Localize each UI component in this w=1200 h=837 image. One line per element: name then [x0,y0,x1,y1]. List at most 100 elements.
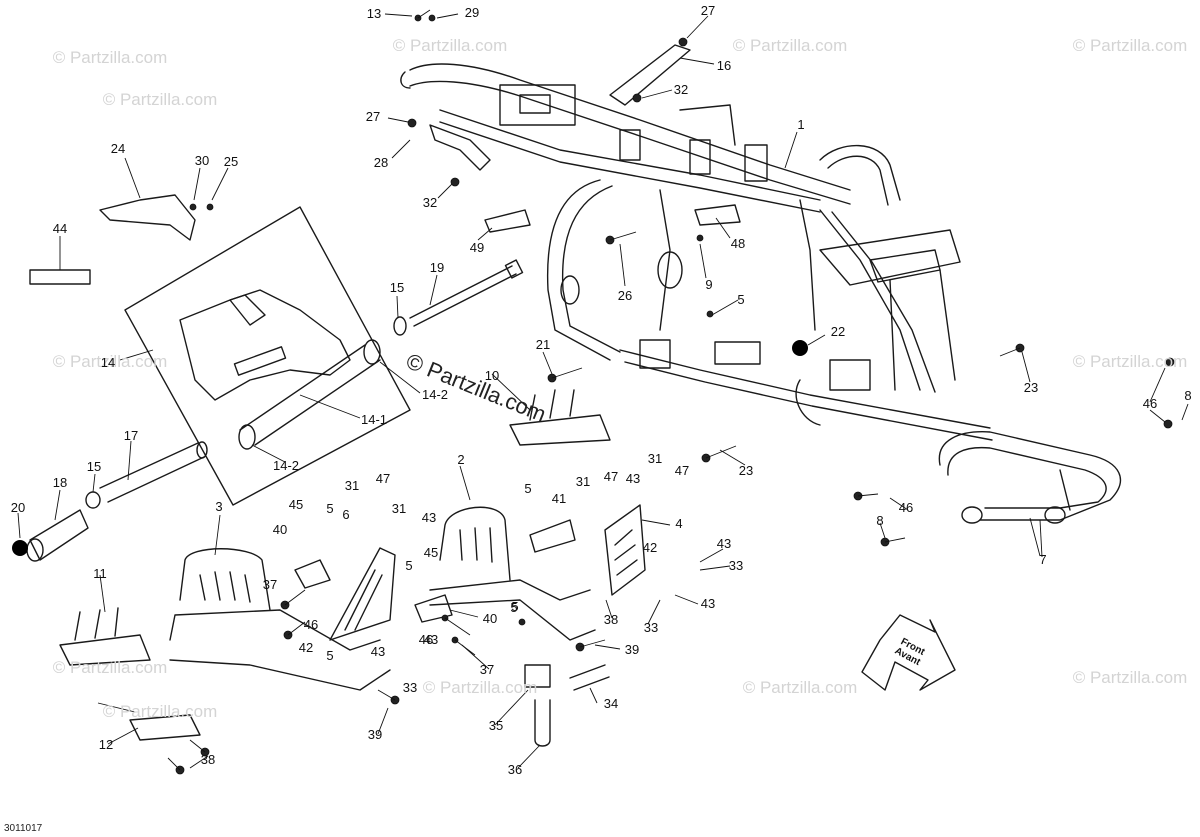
callout-label: 43 [716,536,732,551]
watermark: © Partzilla.com [102,702,218,721]
callout-label: 28 [373,155,389,170]
callout-label: 39 [367,727,383,742]
callout-label: 5 [737,292,745,307]
callout-label: 10 [484,368,500,383]
watermark: © Partzilla.com [52,48,168,67]
callout-label: 31 [344,478,360,493]
callout-label: 4 [675,516,683,531]
callout-label: 11 [93,566,107,581]
callout-label: 38 [603,612,619,627]
callout-label: 44 [52,221,68,236]
callout-label: 23 [1023,380,1039,395]
callout-label: 43 [700,596,716,611]
callout-label: 33 [643,620,659,635]
callout-label: 45 [423,545,439,560]
axle-drawing [12,441,208,562]
callout-label: 18 [52,475,68,490]
callout-label: 31 [391,501,407,516]
callout-label: 26 [617,288,633,303]
footrest-drawing [169,504,646,691]
callout-label: 8 [876,513,884,528]
watermark: © Partzilla.com [52,352,168,371]
callout-label: 8 [1184,388,1192,403]
callout-label: 35 [488,718,504,733]
callout-label: 15 [389,280,405,295]
watermark: © Partzilla.com [732,36,848,55]
watermark: © Partzilla.com [52,658,168,677]
callout-label: 36 [507,762,523,777]
callout-label: 32 [422,195,438,210]
callout-label: 20 [10,500,26,515]
callout-label: 46 [1142,396,1158,411]
callout-label: 5 [511,599,519,614]
watermark: © Partzilla.com [1072,668,1188,687]
watermark: © Partzilla.com [1072,352,1188,371]
callout-label: 30 [194,153,210,168]
callout-label: 29 [464,5,480,20]
callout-label: 43 [625,471,641,486]
callout-label: 31 [647,451,663,466]
callout-label: 14 [100,355,116,370]
callout-label: 48 [730,236,746,251]
reference-number: 3011017 [4,823,43,834]
callout-label: 15 [86,459,102,474]
callout-label: 5 [326,501,334,516]
callout-label: 37 [479,662,495,677]
callout-label: 5 [524,481,532,496]
callout-leaders [17,13,1189,769]
watermark: © Partzilla.com [392,36,508,55]
callout-label: 46 [303,617,319,632]
watermark: © Partzilla.com [1072,36,1188,55]
watermark: © Partzilla.com [102,90,218,109]
callout-label: 5 [326,648,334,663]
callout-label: 23 [738,463,754,478]
callout-label: 14-2 [272,458,300,473]
callout-label: 13 [366,6,382,21]
callout-label: 6 [342,507,350,522]
callout-label: 14-1 [360,412,388,427]
callout-label: 40 [272,522,288,537]
swing-arm-drawing [124,206,411,506]
callout-label: 42 [298,640,314,655]
main-frame-drawing [400,63,993,441]
callout-label: 31 [575,474,591,489]
callout-label: 16 [716,58,732,73]
callout-label: 34 [603,696,619,711]
callout-label: 14-2 [421,387,449,402]
callout-label: 37 [262,577,278,592]
fasteners-drawing [167,9,1175,775]
bumper-drawing [938,431,1122,524]
callout-label: 5 [510,600,518,615]
callout-label: 33 [402,680,418,695]
callout-label: 1 [797,117,805,132]
callout-label: 43 [423,632,439,647]
callout-label: 27 [365,109,381,124]
callout-label: 22 [830,324,846,339]
callout-label: 33 [728,558,744,573]
callout-label: 43 [370,644,386,659]
watermark: © Partzilla.com [742,678,858,697]
callout-label: 7 [1039,552,1047,567]
small-parts-drawing [29,44,956,747]
callout-label: 2 [457,452,465,467]
callout-label: 5 [405,558,413,573]
callout-label: 41 [551,491,567,506]
watermark: © Partzilla.com [422,678,538,697]
callout-label: 45 [288,497,304,512]
callout-label: 47 [375,471,391,486]
callout-label: 40 [482,611,498,626]
callout-label: 12 [98,737,114,752]
callout-label: 39 [624,642,640,657]
callout-label: 19 [429,260,445,275]
callout-label: 3 [215,499,223,514]
callout-label: 47 [603,469,619,484]
callout-label: 27 [700,3,716,18]
callout-label: 49 [469,240,485,255]
callout-label: 21 [535,337,551,352]
callout-label: 32 [673,82,689,97]
callout-label: 17 [123,428,139,443]
callout-label: 46 [898,500,914,515]
callout-label: 47 [674,463,690,478]
